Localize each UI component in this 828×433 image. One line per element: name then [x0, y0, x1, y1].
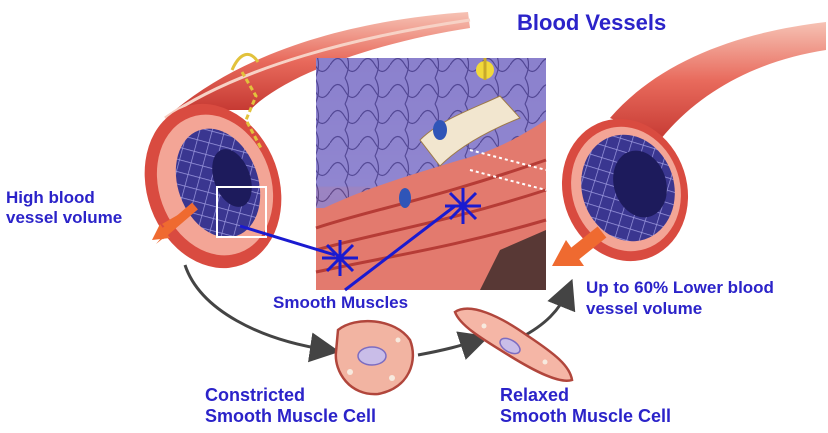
high-volume-label-line2: vessel volume: [6, 209, 122, 227]
flow-arrow-to-right-vessel: [520, 290, 568, 338]
diagram-title: Blood Vessels: [517, 11, 666, 35]
constricted-cell-illustration: [336, 321, 413, 394]
smooth-muscle-inset: [316, 58, 546, 290]
relaxed-cell-illustration: [455, 309, 572, 381]
flow-arrow-to-relaxed: [418, 340, 478, 355]
lower-volume-label-line2: vessel volume: [586, 300, 702, 318]
lower-volume-label-line1: Up to 60% Lower blood: [586, 279, 774, 297]
smooth-muscles-label: Smooth Muscles: [273, 294, 408, 312]
relaxed-label-line2: Smooth Muscle Cell: [500, 407, 671, 426]
marker-asterisk-lower: [322, 240, 358, 276]
relaxed-label-line1: Relaxed: [500, 386, 569, 405]
right-outflow-arrow: [552, 232, 602, 266]
marker-asterisk-upper: [445, 188, 481, 224]
high-volume-label-line1: High blood: [6, 189, 95, 207]
constricted-label-line2: Smooth Muscle Cell: [205, 407, 376, 426]
constricted-label-line1: Constricted: [205, 386, 305, 405]
